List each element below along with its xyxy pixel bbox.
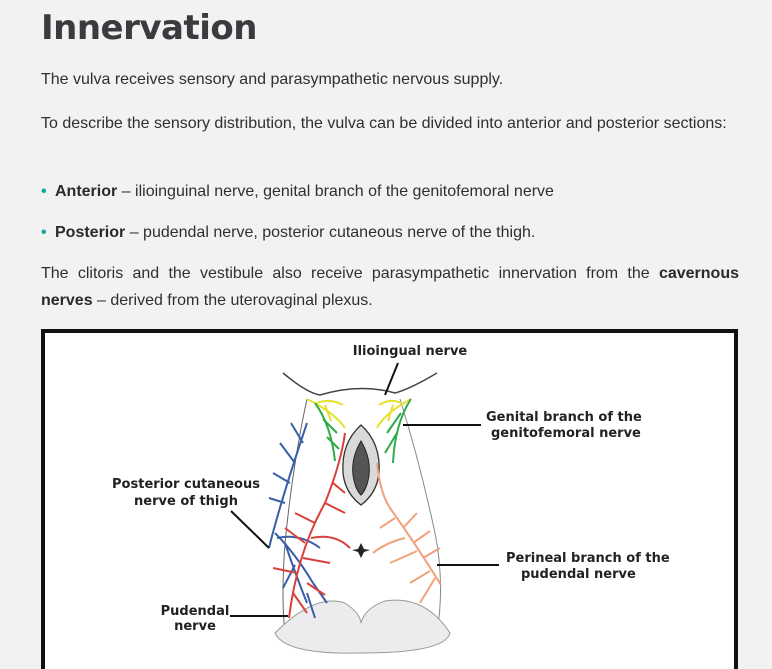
label-perineal-1: Perineal branch of the	[506, 551, 670, 566]
vulva-innervation-illustration: Ilioingual nerve Genital branch of the g…	[112, 344, 670, 654]
parasympathetic-paragraph: The clitoris and the vestibule also rece…	[41, 260, 739, 314]
list-text: – pudendal nerve, posterior cutaneous ne…	[125, 224, 536, 241]
sensory-list: • Anterior – ilioinguinal nerve, genital…	[41, 178, 739, 260]
genitofemoral-branches	[314, 398, 412, 464]
bullet-dot-icon: •	[41, 183, 47, 200]
label-pudendal-2: nerve	[174, 619, 216, 634]
label-genital-branch-2: genitofemoral nerve	[491, 426, 641, 441]
posterior-cutaneous-branches	[268, 422, 328, 619]
label-leader-lines	[230, 362, 499, 617]
para-text: The clitoris and the vestibule also rece…	[41, 265, 659, 282]
list-text: – ilioinguinal nerve, genital branch of …	[117, 183, 554, 200]
ilioinguinal-branches	[306, 398, 412, 429]
para-text: – derived from the uterovaginal plexus.	[92, 292, 373, 309]
intro-paragraph: The vulva receives sensory and parasympa…	[41, 71, 504, 88]
label-posterior-cutaneous-2: nerve of thigh	[134, 494, 238, 509]
cavernous-nerves-term: cavernous nerves	[41, 265, 739, 309]
label-perineal-2: pudendal nerve	[521, 567, 636, 582]
label-pudendal-1: Pudendal	[161, 604, 230, 619]
label-ilioinguinal: Ilioingual nerve	[353, 344, 468, 359]
bullet-dot-icon: •	[41, 224, 47, 241]
label-posterior-cutaneous-1: Posterior cutaneous	[112, 477, 260, 492]
division-paragraph: To describe the sensory distribution, th…	[41, 115, 727, 132]
section-heading: Innervation	[41, 8, 257, 48]
list-term: Anterior	[55, 183, 118, 200]
label-genital-branch-1: Genital branch of the	[486, 410, 642, 425]
innervation-diagram: Ilioingual nerve Genital branch of the g…	[41, 329, 738, 669]
pudendal-branches	[272, 432, 351, 619]
list-item-posterior: • Posterior – pudendal nerve, posterior …	[41, 219, 739, 246]
perineal-branches	[372, 462, 442, 604]
list-item-anterior: • Anterior – ilioinguinal nerve, genital…	[41, 178, 739, 205]
list-term: Posterior	[55, 224, 126, 241]
